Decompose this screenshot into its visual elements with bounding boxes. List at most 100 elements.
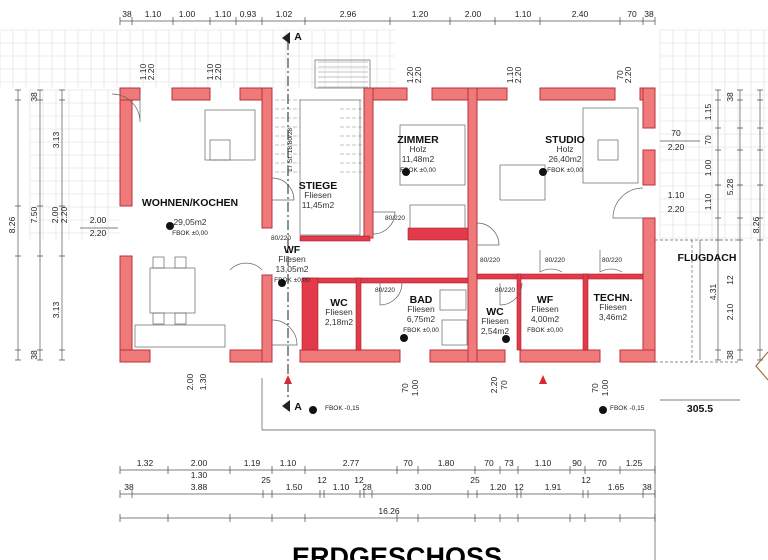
dimension-label-top: 1.02 [276, 9, 293, 19]
room-area: 2,18m2 [325, 317, 354, 327]
room-level: FBOK ±0,00 [274, 277, 310, 284]
dimension-label-right: 38 [725, 92, 735, 102]
dimension-label-bottom: 3.88 [191, 482, 208, 492]
dimension-label-bottom: 73 [504, 458, 514, 468]
room-name: WOHNEN/KOCHEN [142, 197, 238, 209]
dimension-label-left: 38 [29, 92, 39, 102]
room-area: 2,54m2 [481, 326, 510, 336]
interior-walls [299, 227, 644, 351]
door-size-label: 80/220 [545, 257, 565, 264]
dimension-label-bottom: 2.77 [343, 458, 360, 468]
level-marker-icon [502, 335, 510, 343]
dimension-ticks [15, 17, 763, 522]
room-area: 11,48m2 [402, 154, 435, 164]
dimension-label-top: 2.96 [340, 9, 357, 19]
window-dimension: 2.20 [623, 66, 633, 83]
room-floor: Holz [409, 144, 426, 154]
window-dimension: 2.20 [513, 66, 523, 83]
window-dimension: 1.00 [600, 379, 610, 396]
dimension-label-bottom: 1.91 [545, 482, 562, 492]
level-marker-icon [278, 279, 286, 287]
flugdach-label: FLUGDACH [678, 252, 737, 264]
room-name: WF [537, 294, 554, 306]
dimension-label-bottom: 3.00 [415, 482, 432, 492]
room-floor: Fliesen [599, 302, 627, 312]
dimension-label-bottom: 1.25 [626, 458, 643, 468]
room-floor: Fliesen [325, 307, 353, 317]
door-size-label: 80/220 [602, 257, 622, 264]
room-area: 4,00m2 [531, 314, 560, 324]
doors [111, 93, 644, 346]
section-line [282, 32, 547, 412]
exterior-walls [119, 87, 656, 363]
dimension-label-top: 0.93 [240, 9, 257, 19]
entrance-marker-icon [284, 375, 292, 384]
room-level: FBOK ±0,00 [400, 167, 436, 174]
room-name: WC [330, 297, 348, 309]
dimension-label-right: 38 [725, 350, 735, 360]
window-dimension: 1.10 [205, 63, 215, 80]
level-marker-icon [599, 406, 607, 414]
room-area: 13,05m2 [275, 264, 308, 274]
dimension-label-bottom: 12 [581, 475, 591, 485]
dimension-label-left: 7.50 [29, 206, 39, 223]
dimension-label-top: 1.10 [515, 9, 532, 19]
window-dimension: 2.00 [90, 215, 107, 225]
dimension-305: 305.5 [687, 403, 713, 415]
room-area: 11,45m2 [302, 200, 335, 210]
section-mark: A [294, 401, 302, 413]
window-dimension: 1.20 [405, 66, 415, 83]
room-name: ZIMMER [397, 134, 439, 146]
room-level: FBOK ±0,00 [527, 327, 563, 334]
dimension-label-bottom: 25 [261, 475, 271, 485]
door-size-label: 80/220 [495, 287, 515, 294]
entrance-marker-icon [539, 375, 547, 384]
level-marker-icon [402, 168, 410, 176]
dimension-label-right: 5.28 [725, 178, 735, 195]
north-arrow [755, 351, 768, 381]
dimension-label-bottom: 1.65 [608, 482, 625, 492]
window-dimension: 70 [671, 128, 681, 138]
dimension-label-bottom: 38 [124, 482, 134, 492]
dimension-label-bottom: 90 [572, 458, 582, 468]
dimension-lines [17, 20, 761, 560]
window-dimension: 1.10 [138, 63, 148, 80]
window-dimension: 70 [615, 70, 625, 80]
dimension-label-bottom: 1.30 [191, 470, 208, 480]
room-area: 29,05m2 [173, 217, 206, 227]
door-size-label: 80/220 [480, 257, 500, 264]
dimension-label-right: 1.10 [703, 193, 713, 210]
dimension-label-top: 1.00 [179, 9, 196, 19]
dimension-label-bottom: 1.32 [137, 458, 154, 468]
window-dimension: 70 [590, 383, 600, 393]
dimension-label-right: 4.31 [708, 283, 718, 300]
level-marker-icon [400, 334, 408, 342]
dimension-label-bottom: 1.19 [244, 458, 261, 468]
room-floor: Fliesen [531, 304, 559, 314]
window-dimension: 70 [400, 383, 410, 393]
room-floor: Fliesen [481, 316, 509, 326]
dimension-label-right: 8.26 [751, 216, 761, 233]
room-floor: Fliesen [304, 190, 332, 200]
level-marker-icon [539, 168, 547, 176]
dimension-label-right: 12 [725, 275, 735, 285]
dimension-label-bottom: 1.10 [333, 482, 350, 492]
section-arrow-top [282, 32, 290, 44]
window-dimension: 70 [499, 380, 509, 390]
dimension-label-top: 38 [122, 9, 132, 19]
room-name: TECHN. [593, 292, 632, 304]
room-floor: Fliesen [278, 254, 306, 264]
dimension-label-bottom: 70 [484, 458, 494, 468]
dimension-label-top: 1.20 [412, 9, 429, 19]
dimension-label-left: 38 [29, 350, 39, 360]
room-name: WF [284, 244, 301, 256]
dimension-label-bottom: 1.10 [535, 458, 552, 468]
outside-level: FBOK -0,15 [610, 405, 645, 412]
stair-label: 17 St. 18,80/28 [287, 128, 294, 172]
window-dimension: 2.20 [668, 142, 685, 152]
window-dimension: 2.20 [413, 66, 423, 83]
room-level: FBOK ±0,00 [172, 230, 208, 237]
room-area: 26,40m2 [548, 154, 581, 164]
dimension-label-top: 70 [627, 9, 637, 19]
level-marker-icon [166, 222, 174, 230]
